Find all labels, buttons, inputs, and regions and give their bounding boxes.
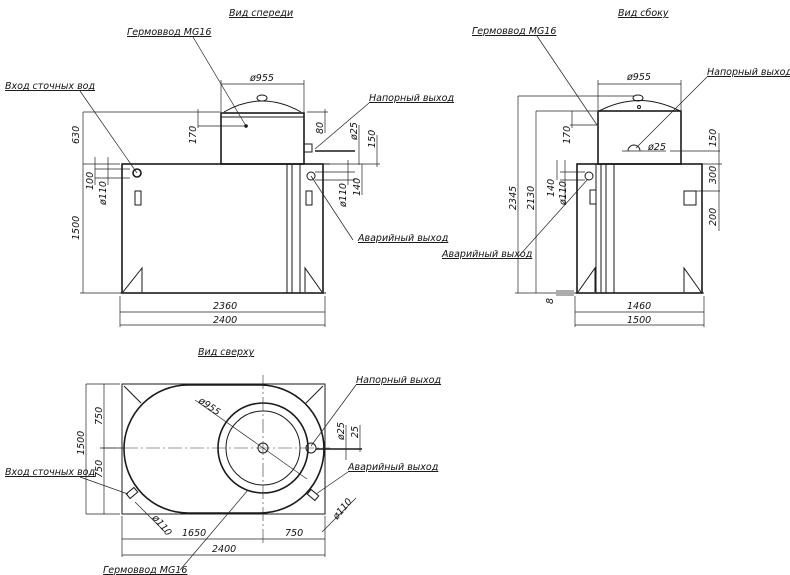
dim-h630: 630 (71, 126, 82, 144)
dim-h80: 80 (315, 122, 326, 134)
dim-w1500: 1500 (627, 315, 651, 326)
label-emergency-outlet: Аварийный выход (357, 233, 449, 244)
label-emergency-outlet: Аварийный выход (347, 462, 439, 473)
tank-body (121, 163, 324, 294)
dim-d110-out: ø110 (330, 497, 354, 523)
dim-h1500: 1500 (76, 431, 87, 455)
dim-w2400: 2400 (213, 315, 237, 326)
dim-d25: ø25 (336, 422, 347, 441)
support-rib (122, 266, 143, 293)
label-inlet: Вход сточных вод (5, 467, 95, 478)
nameplate (683, 190, 697, 206)
dim-d955: ø955 (626, 72, 651, 83)
label-pressure-outlet: Напорный выход (707, 67, 790, 78)
side-view: Вид сбоку ø955 ø25 2345 2130 1 (441, 8, 790, 327)
label-emergency-outlet: Аварийный выход (441, 249, 533, 260)
dim-w2360: 2360 (213, 301, 237, 312)
dim-h140: 140 (352, 178, 363, 196)
dim-w1650: 1650 (182, 528, 206, 539)
dim-h170: 170 (562, 126, 573, 144)
nameplate (589, 189, 597, 205)
dim-w750: 750 (285, 528, 303, 539)
dim-w1460: 1460 (627, 301, 651, 312)
dim-h150: 150 (708, 129, 719, 147)
dim-h100: 100 (85, 172, 96, 190)
label-germovvod: Гермоввод MG16 (103, 565, 187, 575)
label-germovvod: Гермоввод MG16 (127, 27, 211, 38)
dim-h25: 25 (350, 426, 361, 438)
dim-h2345: 2345 (508, 186, 519, 210)
lid-dome (223, 100, 302, 113)
dim-h1500: 1500 (71, 216, 82, 240)
dim-h170: 170 (188, 126, 199, 144)
label-pressure-outlet: Напорный выход (369, 93, 454, 104)
dim-h2130: 2130 (526, 186, 537, 210)
dim-h750a: 750 (94, 407, 105, 425)
lid-handle (632, 94, 644, 102)
front-view: Вид спереди ø955 630 1500 (5, 8, 454, 327)
pressure-outlet-fitting (303, 143, 313, 153)
dim-h200: 200 (708, 208, 719, 226)
support-rib (577, 266, 596, 293)
dim-w2400: 2400 (212, 544, 236, 555)
dim-d25: ø25 (349, 122, 360, 141)
dim-h140: 140 (546, 179, 557, 197)
dim-d955: ø955 (249, 73, 274, 84)
inlet-pipe (125, 486, 139, 500)
pressure-outlet-symbol (627, 144, 641, 152)
top-view-title: Вид сверху (198, 347, 255, 358)
pressure-outlet-fitting (305, 442, 317, 454)
emergency-outlet-pipe (306, 171, 316, 181)
label-inlet: Вход сточных вод (5, 81, 95, 92)
emergency-outlet-pipe (584, 171, 594, 181)
lid-handle (256, 94, 268, 102)
dim-d25: ø25 (647, 142, 666, 153)
turret (220, 112, 305, 165)
top-view: Вид сверху ø955 1500 750 750 ø25 25 ø110… (5, 347, 441, 575)
dim-d110: ø110 (558, 181, 569, 206)
emergency-outlet-pipe (306, 488, 320, 502)
dim-h150: 150 (367, 130, 378, 148)
dim-d110-right: ø110 (338, 183, 349, 208)
nameplate (134, 190, 142, 206)
inlet-pipe (132, 168, 142, 178)
support-rib (304, 266, 323, 293)
label-pressure-outlet: Напорный выход (356, 375, 441, 386)
turret (597, 110, 682, 165)
dim-h8: 8 (545, 298, 556, 304)
dim-d110-in: ø110 (149, 512, 173, 538)
tank-outline (123, 384, 325, 514)
nameplate (305, 190, 313, 206)
label-germovvod: Гермоввод MG16 (472, 26, 556, 37)
side-view-title: Вид сбоку (618, 8, 669, 19)
dim-h750b: 750 (94, 460, 105, 478)
front-view-title: Вид спереди (229, 8, 293, 19)
dim-h300: 300 (708, 166, 719, 184)
frame (121, 383, 326, 515)
dim-d110-left: ø110 (98, 181, 109, 206)
dim-d955: ø955 (195, 395, 222, 418)
support-rib (683, 266, 702, 293)
